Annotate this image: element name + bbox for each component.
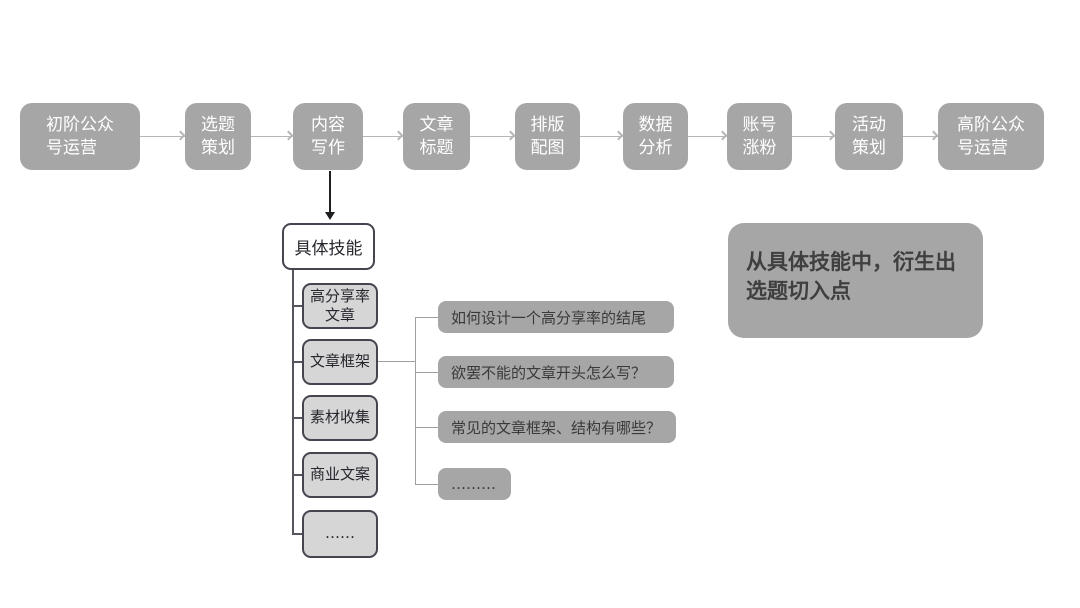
- flow-step-event-planning: 活动 策划: [835, 103, 903, 170]
- branch-connector-line: [378, 361, 415, 362]
- tree-stub-line: [293, 474, 302, 476]
- arrow-right-icon: [363, 136, 403, 137]
- question-item-label: 欲罢不能的文章开头怎么写？: [451, 363, 647, 382]
- skill-item-label: 高分享率 文章: [309, 286, 370, 325]
- arrow-right-icon: [251, 136, 293, 137]
- flow-step-layout-images: 排版 配图: [515, 103, 580, 170]
- tree-stub-line: [293, 305, 302, 307]
- skill-item-article-framework: 文章框架: [302, 339, 378, 385]
- flow-step-data-analysis: 数据 分析: [623, 103, 688, 170]
- flow-step-article-title: 文章 标题: [403, 103, 470, 170]
- arrow-down-icon: [325, 171, 335, 220]
- branch-stub-line: [415, 317, 438, 318]
- question-item-label: ………: [451, 475, 496, 493]
- flow-step-initial-account-operation: 初阶公众 号运营: [20, 103, 140, 170]
- tree-trunk-line: [292, 270, 294, 535]
- flow-step-label: 内容 写作: [311, 114, 345, 158]
- flow-step-label: 选题 策划: [201, 114, 235, 158]
- skill-item-material-collection: 素材收集: [302, 395, 378, 441]
- tree-stub-line: [293, 361, 302, 363]
- note-box: 从具体技能中，衍生出 选题切入点: [728, 223, 983, 338]
- tree-stub-line: [293, 533, 302, 535]
- skill-item-label: 商业文案: [309, 465, 370, 484]
- skill-item-label: 文章框架: [309, 352, 370, 371]
- question-item-high-share-ending: 如何设计一个高分享率的结尾: [438, 301, 674, 333]
- flow-step-advanced-account-operation: 高阶公众 号运营: [938, 103, 1044, 170]
- flow-step-label: 账号 涨粉: [742, 114, 777, 158]
- question-item-article-opening: 欲罢不能的文章开头怎么写？: [438, 356, 674, 388]
- branch-stub-line: [415, 427, 438, 428]
- arrow-right-icon: [903, 136, 938, 137]
- question-item-common-frameworks: 常见的文章框架、结构有哪些？: [438, 411, 676, 443]
- flow-step-label: 文章 标题: [419, 114, 454, 158]
- branch-vertical-line: [415, 317, 416, 485]
- branch-stub-line: [415, 372, 438, 373]
- arrow-right-icon: [470, 136, 515, 137]
- root-skill-box: 具体技能: [282, 223, 375, 270]
- arrow-right-icon: [688, 136, 727, 137]
- flow-step-label: 活动 策划: [852, 114, 886, 158]
- branch-stub-line: [415, 484, 438, 485]
- flow-step-content-writing: 内容 写作: [293, 103, 363, 170]
- skill-item-commercial-copy: 商业文案: [302, 452, 378, 498]
- root-skill-label: 具体技能: [294, 239, 363, 259]
- question-item-more-ellipsis: ………: [438, 468, 511, 500]
- flow-step-label: 排版 配图: [530, 114, 565, 158]
- flow-step-topic-planning: 选题 策划: [185, 103, 251, 170]
- question-item-label: 如何设计一个高分享率的结尾: [451, 308, 647, 327]
- arrow-right-icon: [140, 136, 185, 137]
- arrow-right-icon: [792, 136, 835, 137]
- skill-item-label: ……: [325, 524, 355, 543]
- question-item-label: 常见的文章框架、结构有哪些？: [451, 418, 662, 437]
- flow-step-label: 高阶公众 号运营: [957, 114, 1025, 158]
- flow-step-label: 数据 分析: [638, 114, 673, 158]
- flow-step-label: 初阶公众 号运营: [46, 114, 114, 158]
- skill-item-more-ellipsis: ……: [302, 510, 378, 558]
- skill-item-high-share-article: 高分享率 文章: [302, 283, 378, 329]
- flow-step-account-growth: 账号 涨粉: [727, 103, 792, 170]
- skill-item-label: 素材收集: [309, 408, 370, 427]
- note-text: 从具体技能中，衍生出 选题切入点: [746, 250, 956, 304]
- tree-stub-line: [293, 417, 302, 419]
- arrow-right-icon: [580, 136, 623, 137]
